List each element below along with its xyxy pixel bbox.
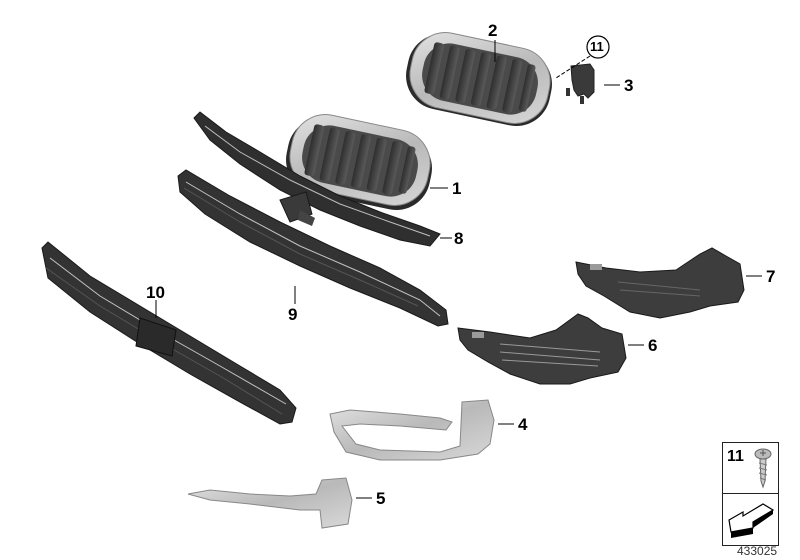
part-1-kidney-grille-left[interactable] (280, 108, 439, 216)
part-label-7: 7 (766, 267, 776, 286)
part-6-side-grille-left[interactable] (457, 313, 627, 385)
part-8-grille-carrier[interactable] (193, 111, 441, 247)
part-label-2: 2 (488, 21, 498, 40)
direction-arrow-icon (728, 503, 775, 538)
part-5-trim-strip-lower[interactable] (187, 477, 353, 529)
leader-lines (155, 40, 762, 499)
legend-item-11: 11 (723, 443, 778, 494)
legend-item-number: 11 (727, 448, 744, 465)
part-label-10: 10 (146, 283, 165, 302)
part-label-4: 4 (518, 415, 528, 434)
part-7-side-grille-right[interactable] (575, 247, 745, 319)
part-2-kidney-grille-right[interactable] (400, 26, 559, 132)
diagram-number: 433025 (737, 544, 778, 558)
part-4-trim-strip-fog[interactable] (329, 399, 495, 461)
callout-label-11: 11 (590, 39, 604, 54)
part-label-9: 9 (288, 305, 298, 324)
part-label-8: 8 (454, 229, 464, 248)
legend-direction (723, 494, 778, 545)
part-9-grille-middle[interactable] (177, 169, 449, 327)
part-label-5: 5 (376, 489, 386, 508)
callout-11 (555, 35, 610, 79)
part-label-1: 1 (452, 179, 462, 198)
screw-icon (754, 448, 772, 489)
part-label-3: 3 (624, 76, 634, 95)
legend-box: 11 (722, 442, 779, 546)
part-3-bracket[interactable] (566, 63, 595, 104)
part-label-6: 6 (648, 336, 658, 355)
part-10-grille-lower[interactable] (41, 241, 297, 425)
